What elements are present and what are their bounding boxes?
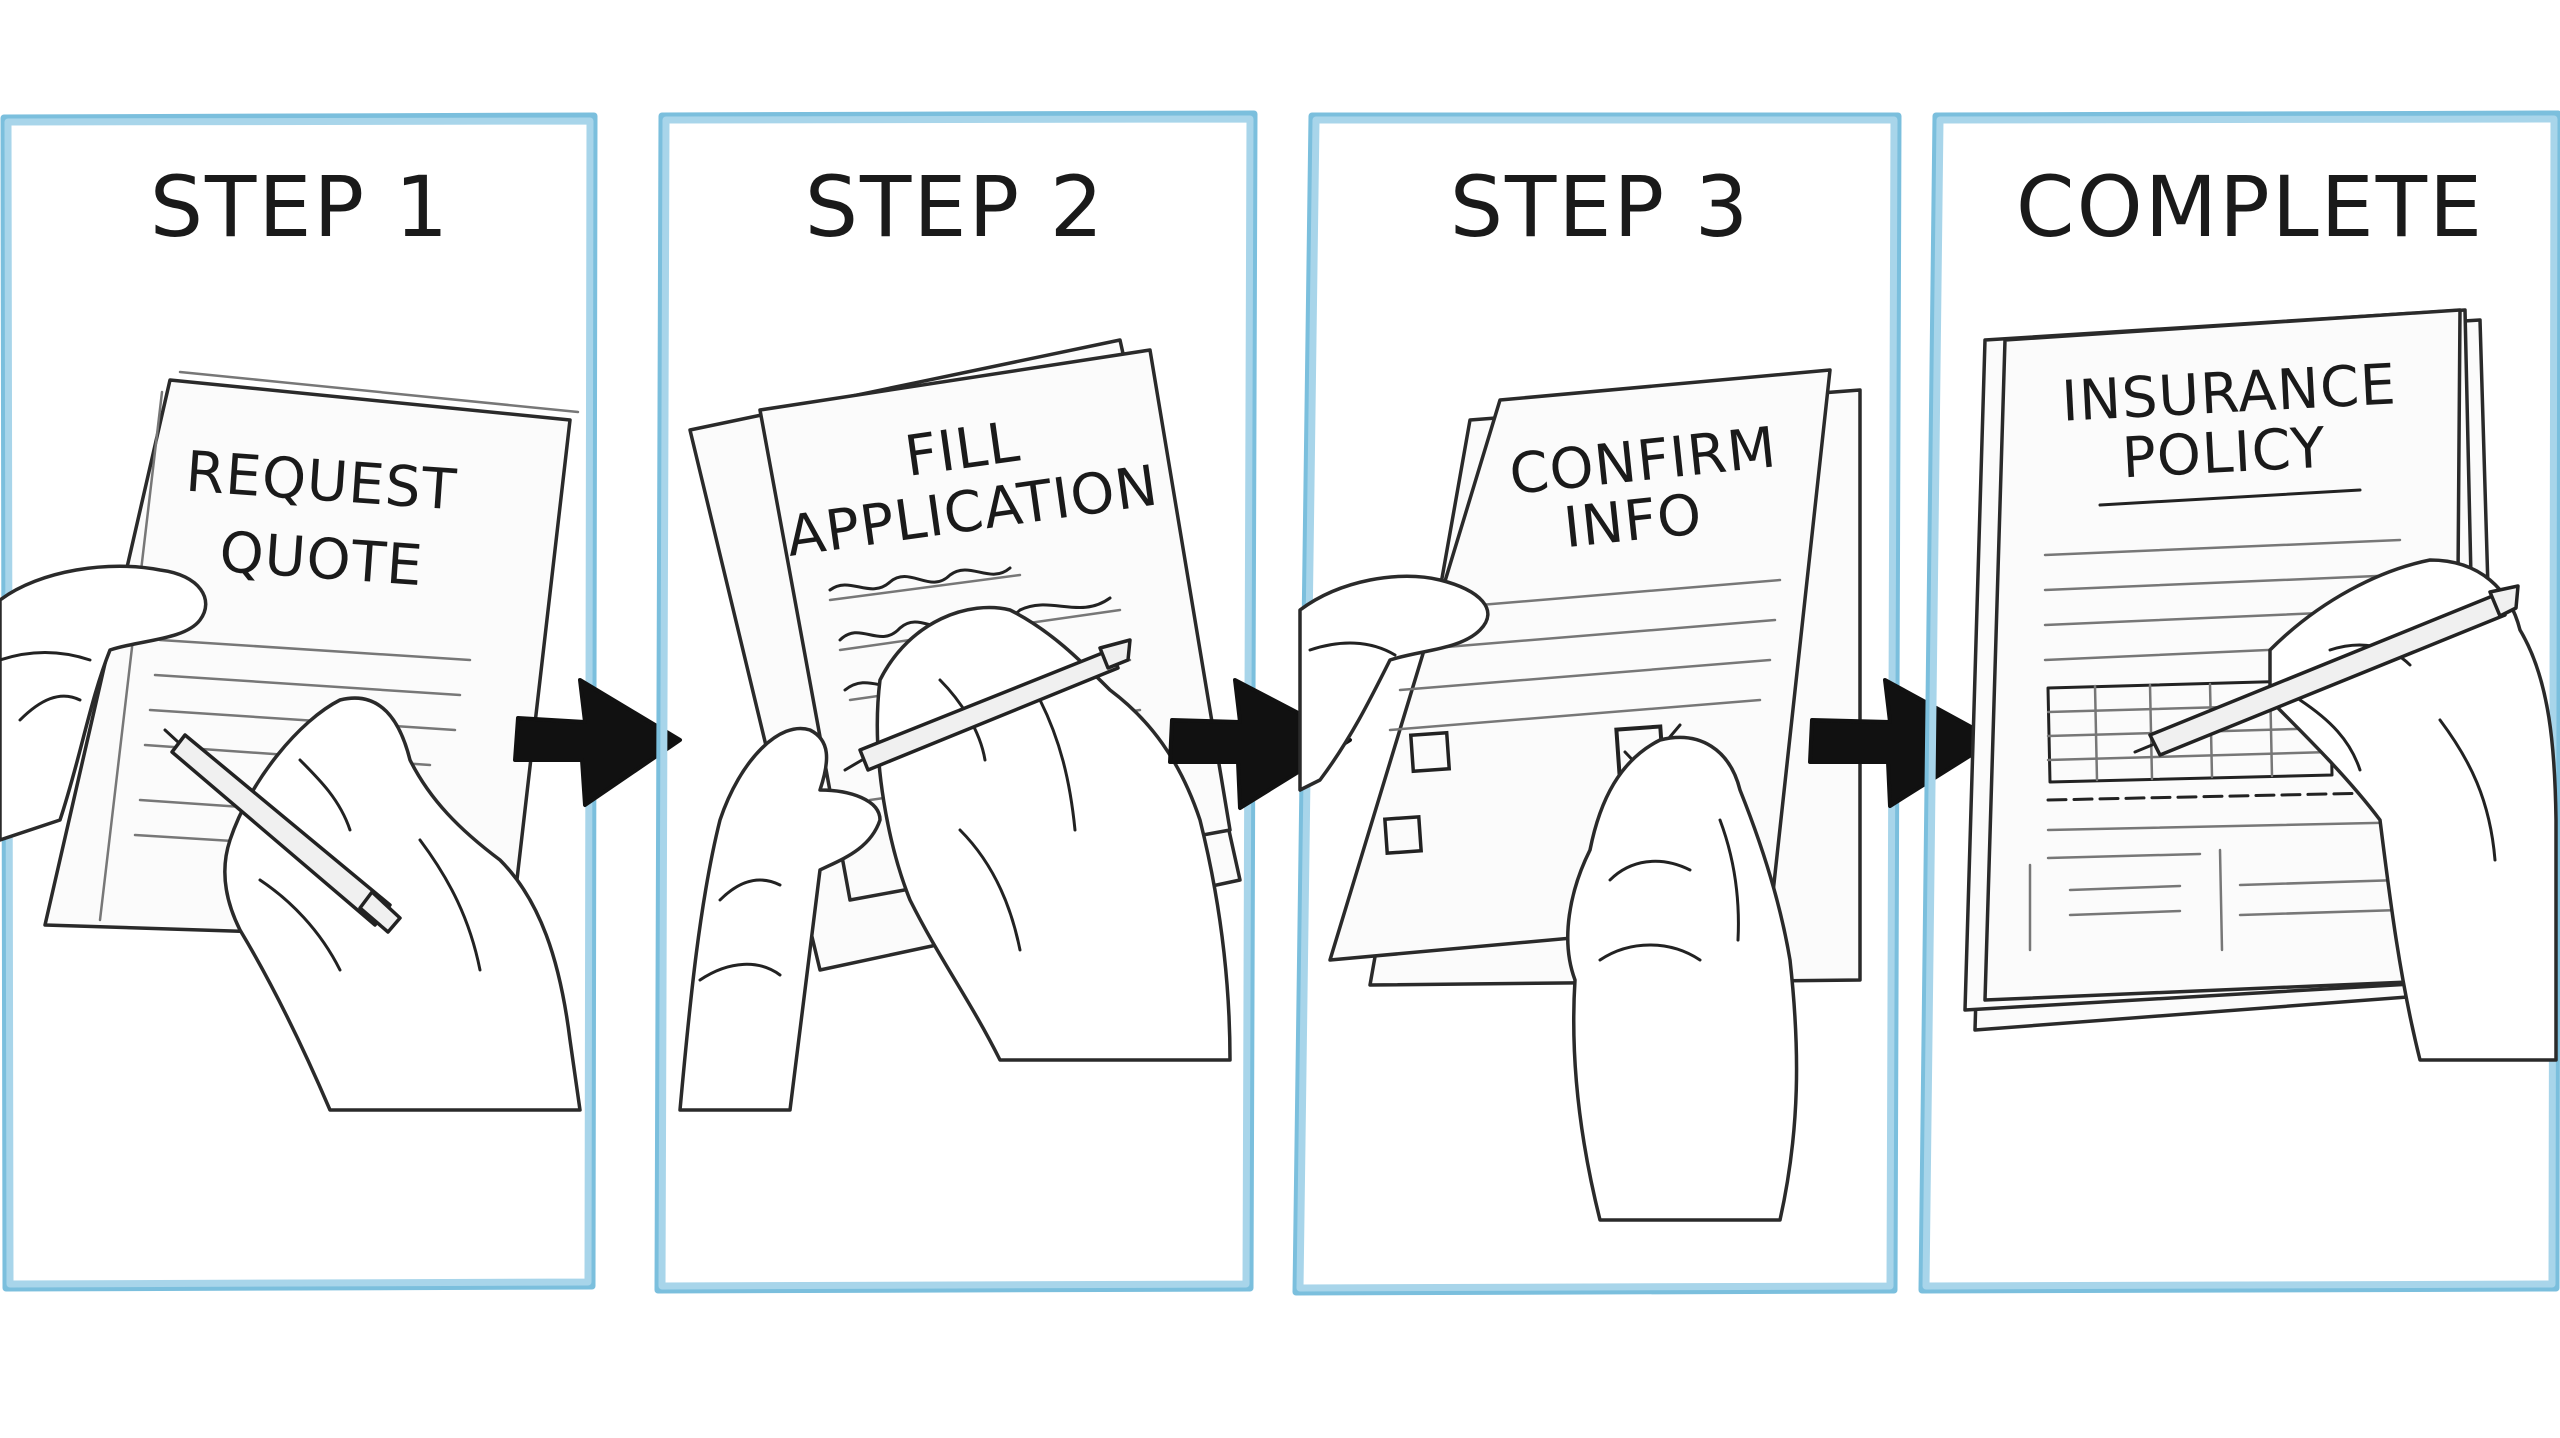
hand-illustration: [1566, 735, 1799, 1222]
panel-frame: [0, 112, 598, 1292]
document-title-line-2: QUOTE: [217, 520, 425, 599]
panel-step-2: STEP 2 FILL APPLICATION: [654, 110, 1258, 1294]
panel-title: STEP 1: [150, 158, 451, 256]
panel-title: COMPLETE: [2016, 158, 2484, 256]
pen-icon: [843, 638, 1132, 772]
right-arrow-icon: [513, 678, 682, 807]
document-lines: [1388, 578, 1782, 732]
document-title-line-2: POLICY: [2121, 416, 2328, 492]
panel-title: STEP 3: [1450, 158, 1751, 256]
checkbox-icon: [1382, 814, 1424, 856]
panel-complete: COMPLETE INSURANCE POLICY: [1918, 110, 2560, 1294]
hand-illustration: [1298, 574, 1490, 792]
pen-icon: [2133, 584, 2520, 757]
document-title-line-2: INFO: [1561, 482, 1706, 561]
document-title-line-1: FILL: [901, 409, 1024, 489]
hand-illustration: [0, 564, 208, 842]
right-arrow-icon: [1168, 678, 1352, 810]
right-arrow-icon: [1808, 678, 1997, 808]
hand-illustration: [2268, 558, 2558, 1062]
panel-step-3: STEP 3 CONFIRM INFO: [1292, 112, 1902, 1296]
hand-illustration: [223, 696, 582, 1112]
panel-title: STEP 2: [805, 158, 1106, 256]
hand-illustration: [678, 726, 882, 1112]
panel-step-1: STEP 1 REQUEST QUOTE: [0, 112, 598, 1292]
document-request-quote: REQUEST QUOTE: [43, 370, 580, 942]
checkbox-icon: [1408, 730, 1452, 774]
pen-icon: [163, 728, 402, 934]
